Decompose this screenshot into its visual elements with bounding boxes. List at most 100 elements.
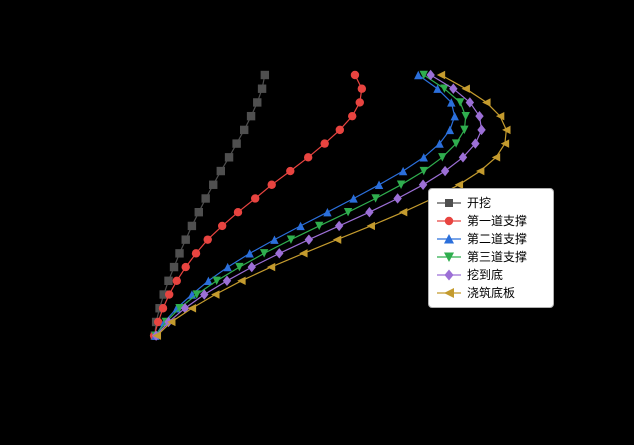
series-line-1 xyxy=(153,74,363,336)
triangle-up-marker-icon xyxy=(450,111,459,121)
square-marker-icon xyxy=(187,221,197,231)
square-marker-icon xyxy=(257,84,267,93)
square-marker-icon xyxy=(209,180,218,189)
circle-marker-icon xyxy=(191,249,201,258)
diamond-marker-icon xyxy=(222,275,232,286)
legend-item: 开挖 xyxy=(436,194,545,212)
legend-label: 第一道支撑 xyxy=(467,214,528,228)
circle-marker-icon xyxy=(203,235,212,244)
circle-marker-icon xyxy=(153,317,163,327)
square-marker-icon xyxy=(194,208,203,217)
triangle-down-marker-icon xyxy=(212,276,221,285)
square-marker-icon xyxy=(246,111,256,121)
legend-item: 第一道支撑 xyxy=(436,212,545,230)
triangle-left-marker-icon xyxy=(437,288,461,298)
triangle-left-marker-icon xyxy=(366,221,375,231)
triangle-down-marker-icon xyxy=(396,180,406,189)
legend-item: 浇筑底板 xyxy=(436,284,545,302)
circle-marker-icon xyxy=(335,125,345,135)
circle-marker-icon xyxy=(267,180,276,189)
circle-marker-icon xyxy=(158,304,168,313)
triangle-up-marker-icon xyxy=(419,153,428,162)
triangle-up-marker-icon xyxy=(414,70,423,80)
triangle-left-marker-icon xyxy=(332,235,342,244)
triangle-left-marker-icon xyxy=(495,111,505,121)
triangle-up-marker-icon xyxy=(349,194,358,203)
triangle-left-marker-icon xyxy=(461,84,470,93)
legend-label: 第二道支撑 xyxy=(467,232,528,246)
legend-label: 开挖 xyxy=(467,196,492,210)
triangle-down-marker-icon xyxy=(461,111,470,121)
triangle-down-marker-icon xyxy=(314,221,324,231)
legend: 开挖 第一道支撑 第二道支撑 第三道支撑 xyxy=(428,188,554,308)
circle-marker-icon xyxy=(355,98,364,107)
square-marker-icon xyxy=(164,276,173,285)
legend-item: 第二道支撑 xyxy=(436,230,545,248)
triangle-down-marker-icon xyxy=(286,235,296,244)
triangle-left-marker-icon xyxy=(266,262,276,272)
triangle-left-marker-icon xyxy=(475,166,485,176)
triangle-up-marker-icon xyxy=(437,234,461,244)
triangle-down-marker-icon xyxy=(440,84,449,93)
triangle-down-marker-icon xyxy=(456,98,465,107)
triangle-down-marker-icon xyxy=(192,290,201,299)
diamond-marker-icon xyxy=(365,207,374,218)
square-marker-icon xyxy=(169,262,179,272)
legend-label: 第三道支撑 xyxy=(467,250,528,264)
square-marker-icon xyxy=(159,290,168,299)
triangle-down-marker-icon xyxy=(371,194,380,203)
circle-marker-icon xyxy=(165,290,174,299)
diamond-marker-icon xyxy=(304,234,314,245)
triangle-up-marker-icon xyxy=(323,208,332,217)
square-marker-icon xyxy=(260,70,270,80)
triangle-down-marker-icon xyxy=(437,252,461,262)
diamond-marker-icon xyxy=(475,110,484,122)
triangle-down-marker-icon xyxy=(419,166,428,176)
triangle-down-marker-icon xyxy=(460,125,469,135)
diamond-marker-icon xyxy=(449,83,458,94)
circle-marker-icon xyxy=(320,139,329,148)
diamond-marker-icon xyxy=(440,165,450,177)
triangle-down-marker-icon xyxy=(259,249,269,258)
circle-marker-icon xyxy=(348,111,357,121)
triangle-left-marker-icon xyxy=(454,180,464,189)
triangle-up-marker-icon xyxy=(447,98,456,107)
square-marker-icon xyxy=(232,139,241,148)
triangle-up-marker-icon xyxy=(445,125,455,135)
triangle-down-marker-icon xyxy=(343,208,353,217)
square-marker-icon xyxy=(181,235,190,244)
circle-marker-icon xyxy=(217,221,227,231)
square-marker-icon xyxy=(216,166,225,176)
legend-item: 挖到底 xyxy=(436,266,545,284)
circle-marker-icon xyxy=(233,208,243,217)
circle-marker-icon xyxy=(181,262,190,272)
triangle-left-marker-icon xyxy=(482,98,491,107)
triangle-up-marker-icon xyxy=(435,139,444,148)
square-marker-icon xyxy=(201,194,210,203)
triangle-left-marker-icon xyxy=(152,331,162,340)
circle-marker-icon xyxy=(350,70,360,80)
legend-label: 浇筑底板 xyxy=(467,286,516,300)
triangle-down-marker-icon xyxy=(419,70,428,80)
square-marker-icon xyxy=(437,199,461,207)
triangle-left-marker-icon xyxy=(502,125,511,135)
circle-marker-icon xyxy=(357,84,367,93)
diamond-marker-icon xyxy=(334,220,344,232)
triangle-up-marker-icon xyxy=(204,276,213,285)
triangle-up-marker-icon xyxy=(398,166,408,176)
triangle-left-marker-icon xyxy=(237,276,246,285)
circle-marker-icon xyxy=(251,194,260,203)
circle-marker-icon xyxy=(286,166,295,176)
triangle-left-marker-icon xyxy=(491,153,501,162)
triangle-down-marker-icon xyxy=(438,153,447,162)
diamond-marker-icon xyxy=(247,261,256,273)
triangle-left-marker-icon xyxy=(398,208,408,217)
triangle-up-marker-icon xyxy=(374,180,384,189)
diamond-marker-icon xyxy=(458,152,468,163)
circle-marker-icon xyxy=(437,216,461,226)
circle-marker-icon xyxy=(303,153,313,162)
triangle-up-marker-icon xyxy=(270,235,279,244)
circle-marker-icon xyxy=(172,276,181,285)
series-line-2 xyxy=(154,74,456,337)
